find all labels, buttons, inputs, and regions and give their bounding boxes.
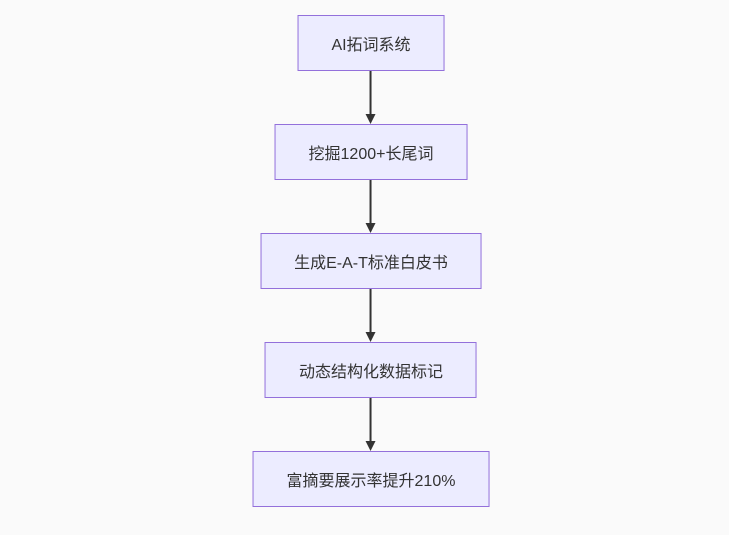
flow-node-label: 动态结构化数据标记 [298,364,443,381]
flow-node-longtail-mining: 挖掘1200+长尾词 [274,124,468,180]
flow-node-eat-whitepaper: 生成E-A-T标准白皮书 [260,233,482,289]
down-arrow-connector [366,398,376,451]
flow-node-rich-snippet-result: 富摘要展示率提升210% [252,451,490,507]
flow-node-label: AI拓词系统 [331,37,411,54]
flow-node-label: 挖掘1200+长尾词 [308,146,434,163]
flow-node-label: 生成E-A-T标准白皮书 [294,255,448,272]
down-arrow-connector [366,180,376,233]
flow-node-label: 富摘要展示率提升210% [286,473,456,490]
down-arrow-connector [366,289,376,342]
down-arrow-connector [366,71,376,124]
flow-node-structured-data-markup: 动态结构化数据标记 [264,342,477,398]
flowchart: AI拓词系统 挖掘1200+长尾词 生成E-A-T标准白皮书 动态结构化数据标记 [252,15,490,507]
flow-node-ai-keyword-system: AI拓词系统 [297,15,445,71]
